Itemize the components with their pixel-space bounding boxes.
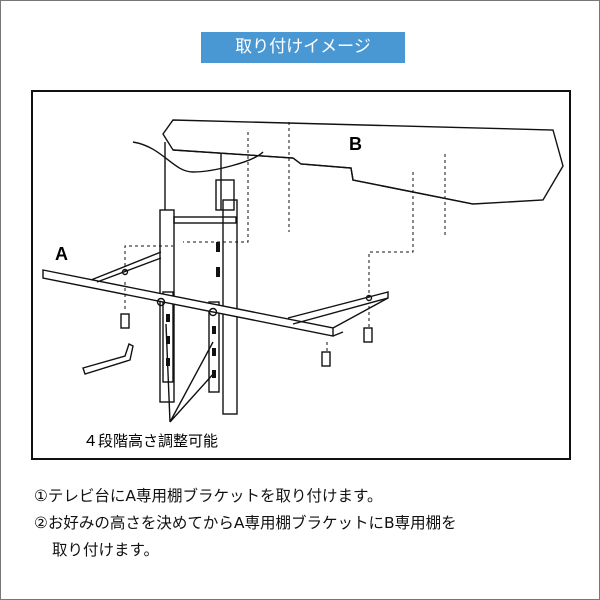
step-2-continued: 取り付けます。 (52, 541, 159, 559)
step-2: ②お好みの高さを決めてからA専用棚ブラケットにB専用棚を (34, 514, 457, 532)
shelf-b (162, 119, 564, 205)
label-a: A (55, 244, 68, 264)
instruction-steps: ①テレビ台にA専用棚ブラケットを取り付けます。 ②お好みの高さを決めてからA専用… (34, 483, 457, 564)
height-adjust-note: ４段階高さ調整可能 (83, 432, 219, 450)
page-title: 取り付けイメージ (201, 32, 405, 63)
step-1: ①テレビ台にA専用棚ブラケットを取り付けます。 (34, 487, 383, 505)
diagram-illustration (42, 119, 564, 423)
installation-diagram: A B ４段階高さ調整可能 (31, 90, 571, 460)
bracket-a (42, 269, 334, 337)
label-b: B (349, 134, 362, 154)
